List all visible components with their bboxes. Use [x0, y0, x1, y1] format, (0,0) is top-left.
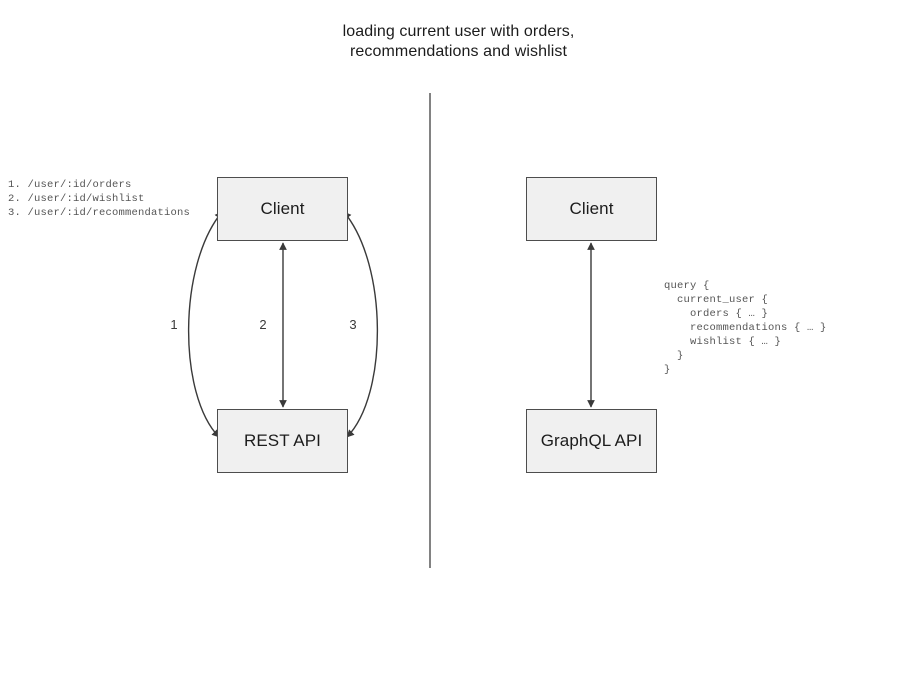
rest-endpoint-list: 1. /user/:id/orders 2. /user/:id/wishlis…: [8, 179, 191, 219]
node-client-rest[interactable]: Client: [217, 177, 348, 241]
graphql-query-snippet: query { current_user { orders { … } reco…: [664, 280, 827, 376]
edge-label-2: 2: [259, 317, 267, 332]
edge-rest-request-1: [187, 211, 223, 438]
node-rest-api[interactable]: REST API: [217, 409, 348, 473]
edge-label-1: 1: [170, 317, 178, 332]
node-client-rest-label: Client: [260, 199, 305, 218]
edge-rest-request-3: [343, 211, 379, 438]
node-client-graphql[interactable]: Client: [526, 177, 657, 241]
node-graphql-api[interactable]: GraphQL API: [526, 409, 657, 473]
node-graphql-api-label: GraphQL API: [540, 431, 643, 450]
diagram-title: loading current user with orders, recomm…: [342, 23, 575, 60]
edge-label-3: 3: [349, 317, 357, 332]
node-rest-api-label: REST API: [243, 431, 322, 450]
node-client-graphql-label: Client: [569, 199, 614, 218]
